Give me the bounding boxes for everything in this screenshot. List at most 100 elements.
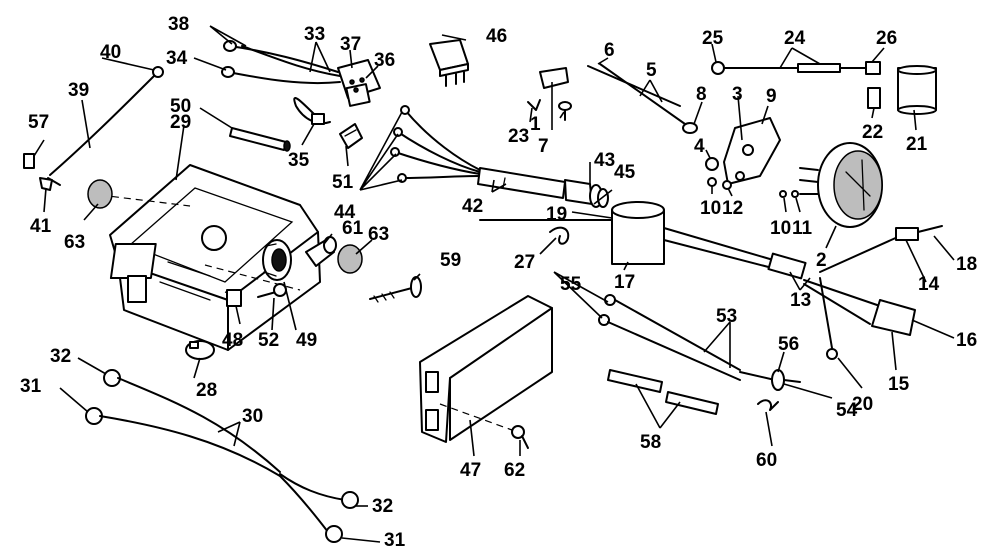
callout-45: 45	[614, 162, 636, 183]
callout-17: 17	[614, 272, 635, 293]
box-cover	[419, 295, 553, 443]
clip	[226, 289, 242, 307]
callout-10a: 10	[700, 198, 721, 219]
wire-lead	[587, 63, 698, 134]
trim-harness	[598, 294, 801, 391]
callout-20: 20	[852, 394, 873, 415]
callout-56: 56	[778, 334, 799, 355]
callout-22: 22	[862, 122, 883, 143]
callout-40: 40	[100, 42, 121, 63]
wiring-cable	[663, 227, 781, 263]
callout-4: 4	[694, 136, 705, 157]
callout-18: 18	[956, 254, 977, 275]
callout-28: 28	[196, 380, 217, 401]
callout-13: 13	[790, 290, 811, 311]
callout-26: 26	[876, 28, 897, 49]
callout-58: 58	[640, 432, 661, 453]
callout-48: 48	[222, 330, 243, 351]
terminal-leads	[819, 225, 943, 273]
callout-16: 16	[956, 330, 977, 351]
callout-32a: 32	[50, 346, 71, 367]
callout-23: 23	[508, 126, 529, 147]
small-clip	[757, 399, 779, 411]
callout-27: 27	[514, 252, 535, 273]
ground-lead	[23, 66, 164, 191]
plug	[339, 123, 363, 149]
callout-38: 38	[168, 14, 189, 35]
callout-37: 37	[340, 34, 361, 55]
callout-29: 29	[170, 112, 191, 133]
callout-53: 53	[716, 306, 737, 327]
callout-19: 19	[546, 204, 567, 225]
callout-5: 5	[646, 60, 657, 81]
callout-51: 51	[332, 172, 354, 193]
washer-a	[707, 177, 717, 187]
washer-c	[779, 190, 787, 198]
callout-41: 41	[30, 216, 52, 237]
callout-11: 11	[792, 218, 813, 239]
callout-61: 61	[342, 218, 364, 239]
callout-63a: 63	[64, 232, 85, 253]
washer-d	[791, 190, 799, 198]
callout-47: 47	[460, 460, 481, 481]
callout-31a: 31	[20, 376, 42, 397]
cable	[477, 167, 566, 199]
hose-clamp	[185, 340, 215, 360]
connector-plug	[803, 279, 916, 336]
guide-line	[439, 403, 513, 431]
callout-54: 54	[836, 400, 858, 421]
callout-25: 25	[702, 28, 724, 49]
callout-6: 6	[604, 40, 615, 61]
callout-7: 7	[538, 136, 549, 157]
speedometer-lead	[711, 61, 881, 75]
wire-clip	[549, 226, 570, 245]
ground-wire	[819, 277, 838, 360]
gauge	[799, 142, 883, 228]
callout-60: 60	[756, 450, 777, 471]
spacer	[305, 236, 337, 267]
callout-3: 3	[732, 84, 743, 105]
battery-harness	[85, 369, 359, 543]
callout-21: 21	[906, 134, 928, 155]
bolt	[369, 276, 422, 303]
harness-top	[221, 40, 341, 85]
callout-24: 24	[784, 28, 806, 49]
nut	[705, 157, 719, 171]
rod	[229, 127, 291, 152]
sleeve-b	[665, 391, 719, 415]
grommet	[262, 239, 292, 281]
callout-8: 8	[696, 84, 707, 105]
grommet-disc-left	[87, 179, 113, 209]
callout-39: 39	[68, 80, 89, 101]
callout-32b: 32	[372, 496, 393, 517]
callout-10b: 10	[770, 218, 791, 239]
callout-12: 12	[722, 198, 743, 219]
callout-55: 55	[560, 274, 582, 295]
callout-1: 1	[530, 114, 541, 135]
callout-2: 2	[816, 250, 827, 271]
callout-44: 44	[334, 202, 356, 223]
leader-lines	[33, 25, 955, 543]
callout-49: 49	[296, 330, 317, 351]
grommet-disc-center	[337, 244, 363, 274]
screw-small	[558, 101, 572, 121]
callout-63b: 63	[368, 224, 389, 245]
cable-grommet	[564, 179, 609, 208]
callout-36: 36	[374, 50, 395, 71]
screw	[257, 283, 287, 298]
pin	[867, 87, 881, 109]
harness-leads	[390, 105, 481, 183]
callout-15: 15	[888, 374, 910, 395]
cable-sleeve	[611, 201, 665, 265]
callout-33: 33	[304, 24, 325, 45]
callout-14: 14	[918, 274, 940, 295]
callout-62: 62	[504, 460, 525, 481]
cover-screw	[511, 425, 529, 449]
callout-34: 34	[166, 48, 188, 69]
callout-59: 59	[440, 250, 461, 271]
switch-connector	[527, 67, 569, 111]
harness-connector	[337, 59, 381, 107]
callout-labels: 1 2 3 4 5 6 7 8 9 10 10 11 12 13 14 15 1…	[20, 14, 977, 550]
callout-9: 9	[766, 86, 777, 107]
